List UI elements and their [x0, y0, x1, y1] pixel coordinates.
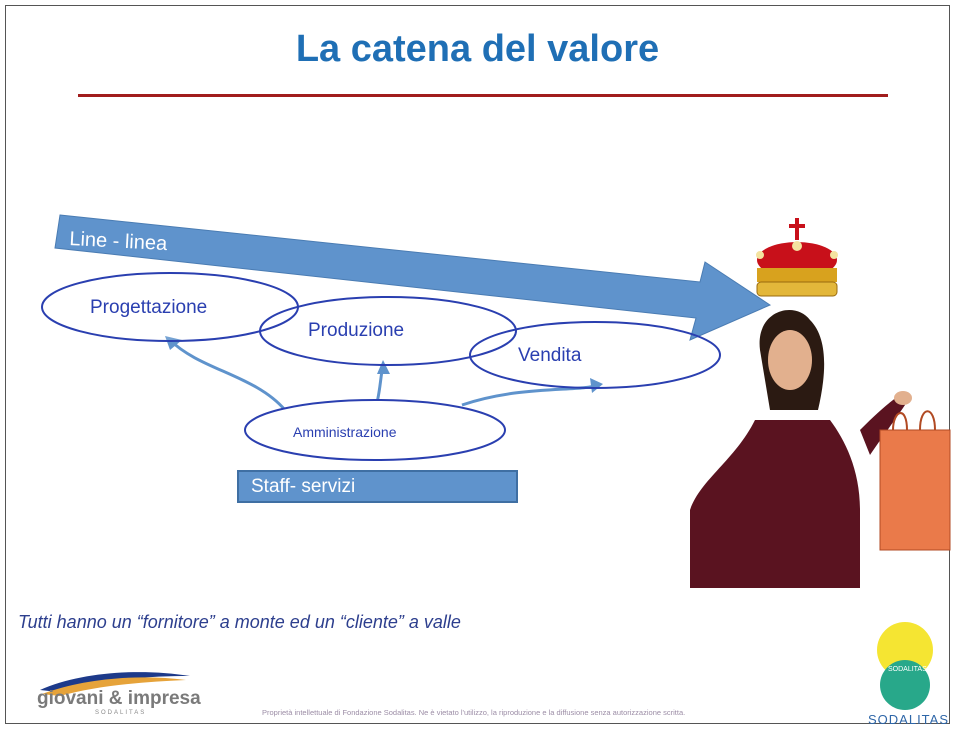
admin-to-sales-arrow: [461, 383, 599, 407]
sales-label: Vendita: [518, 345, 582, 366]
title-rule: [78, 94, 888, 97]
sodalitas-logo-text: SODALITAS: [868, 712, 950, 727]
admin-ellipse: [244, 399, 506, 461]
admin-to-design-arrow: [168, 338, 287, 411]
sales-ellipse: [469, 321, 721, 389]
admin-label: Amministrazione: [293, 424, 397, 440]
design-label: Progettazione: [90, 297, 208, 318]
crown-icon: [756, 218, 838, 297]
sodalitas-inner-label: SODALITAS: [888, 666, 927, 673]
production-label: Produzione: [308, 320, 405, 341]
giovani-impresa-sub: SODALITAS: [95, 710, 147, 716]
staff-box: Staff- servizi: [237, 470, 518, 503]
slide-title: La catena del valore: [295, 28, 660, 70]
staff-label: Staff- servizi: [251, 476, 356, 497]
sodalitas-yellow-icon: [877, 622, 933, 678]
slide-frame: [5, 5, 950, 724]
line-arrow: [54, 214, 772, 341]
shopper-illustration: [690, 310, 951, 588]
sodalitas-green-icon: [880, 660, 930, 710]
production-ellipse: [259, 296, 517, 366]
footer-notice: Proprietà intellettuale di Fondazione So…: [262, 708, 686, 717]
caption: Tutti hanno un “fornitore” a monte ed un…: [18, 612, 461, 632]
giovani-impresa-logo: giovani & impresa: [37, 688, 201, 709]
